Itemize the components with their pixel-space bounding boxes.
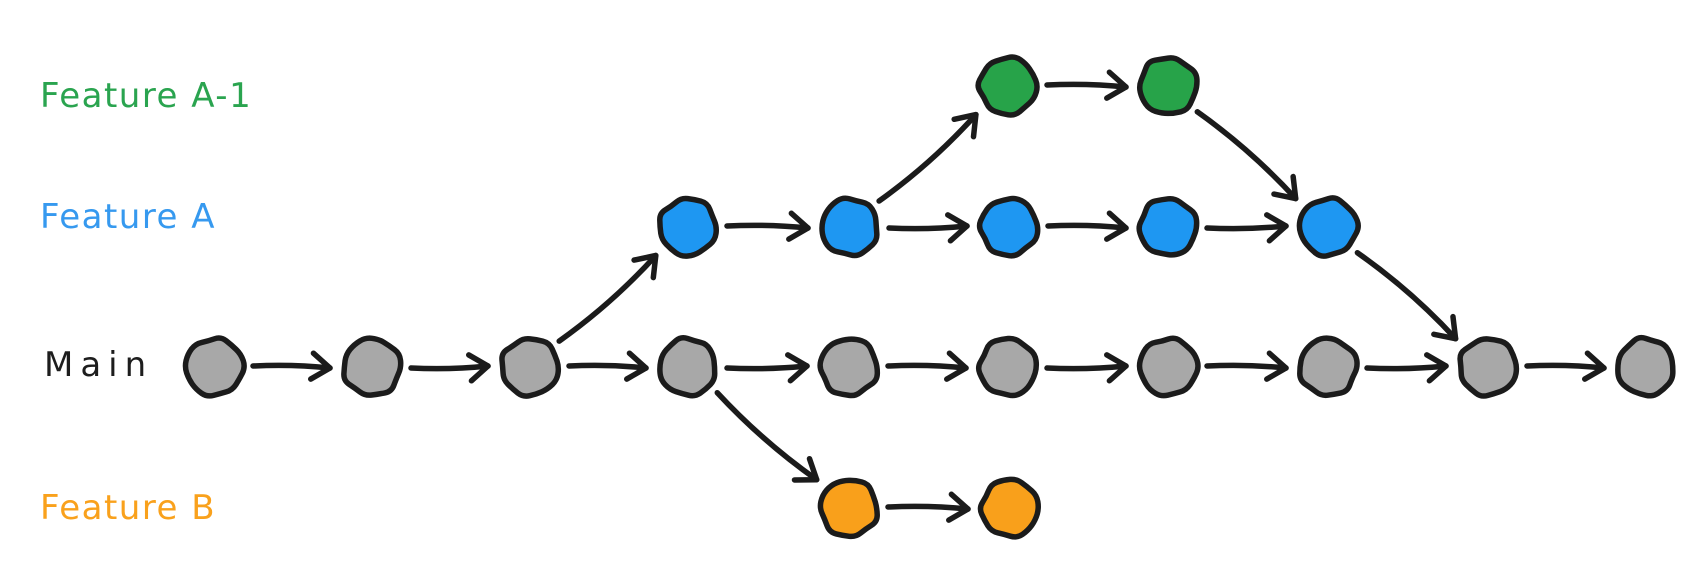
- commit-node-main-2: [499, 336, 562, 399]
- merge-arrow-3: [1354, 249, 1459, 342]
- branch-label-feature-a-1: Feature A-1: [40, 76, 253, 117]
- nodes-layer: [182, 54, 1676, 540]
- commit-arrow-main-1: [408, 352, 491, 384]
- commit-arrow-feature-a-1: [886, 212, 970, 244]
- commit-node-feature-a-1-1: [1136, 55, 1200, 117]
- branch-arrow-0: [556, 252, 659, 344]
- commit-arrow-main-6: [1204, 350, 1289, 382]
- commit-arrow-main-5: [1044, 352, 1129, 384]
- branch-arrow-4: [714, 389, 820, 483]
- commit-node-main-4: [817, 336, 881, 399]
- commit-node-feature-a-1: [819, 195, 880, 259]
- commit-node-feature-a-0: [657, 195, 719, 259]
- commit-node-feature-a-2: [976, 195, 1041, 259]
- commit-node-main-3: [657, 335, 718, 399]
- commit-arrow-main-2: [566, 350, 649, 382]
- commit-arrow-feature-a-1-0: [1044, 69, 1129, 101]
- commit-node-main-9: [1615, 334, 1676, 399]
- commit-node-feature-a-3: [1136, 195, 1200, 258]
- commit-node-feature-b-1: [977, 476, 1041, 540]
- commit-node-main-7: [1297, 335, 1360, 399]
- commit-node-main-1: [341, 335, 404, 398]
- commit-node-main-5: [975, 335, 1040, 399]
- branch-arrow-1: [876, 111, 979, 204]
- commit-arrow-feature-a-3: [1204, 212, 1289, 244]
- commit-arrow-feature-a-2: [1045, 210, 1129, 242]
- commit-node-feature-a-4: [1296, 195, 1361, 259]
- commit-arrow-feature-b-0: [885, 491, 971, 523]
- commit-arrow-main-7: [1364, 352, 1449, 384]
- branch-label-feature-b: Feature B: [40, 488, 217, 529]
- commit-arrow-main-8: [1524, 350, 1607, 382]
- commit-node-main-6: [1136, 335, 1201, 399]
- commit-node-feature-a-1-0: [975, 54, 1040, 118]
- edges-layer: [250, 69, 1607, 523]
- commit-arrow-main-0: [250, 350, 333, 382]
- commit-arrow-main-3: [724, 352, 810, 384]
- branch-label-feature-a: Feature A: [40, 197, 217, 238]
- commit-node-feature-b-0: [817, 477, 880, 540]
- merge-arrow-2: [1194, 109, 1299, 202]
- commit-node-main-0: [182, 335, 247, 399]
- commit-arrow-feature-a-0: [724, 210, 811, 242]
- branch-label-main: Main: [44, 345, 154, 386]
- commit-node-main-8: [1457, 336, 1520, 399]
- commit-arrow-main-4: [885, 350, 969, 382]
